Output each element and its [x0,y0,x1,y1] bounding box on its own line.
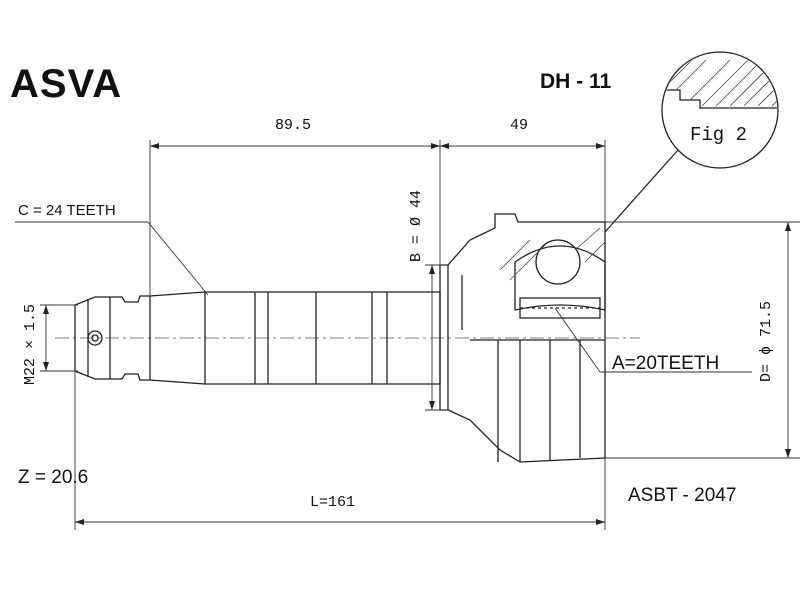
dim-joint-length: 49 [510,117,529,134]
cross-reference: ASBT - 2047 [628,485,737,506]
fig2-circle [661,51,779,169]
inner-teeth-callout: A=20TEETH [612,353,720,374]
dim-thread: M22 × 1.5 [22,303,39,385]
flange [439,264,449,411]
fig2-profile [663,89,777,109]
cotter-hole [87,330,103,346]
fig2-label: Fig 2 [690,124,748,146]
dim-diameter-d: D= ϕ 71.5 [758,300,775,382]
dim-shaft-length: 89.5 [275,117,312,134]
joint-housing [447,213,606,463]
housing-hatch [499,227,606,281]
dim-total-length: L=161 [310,494,356,511]
dim-diameter-b: B = Ø 44 [408,189,425,262]
brand-logo: ASVA [10,62,123,106]
ball [535,239,581,285]
inner-cage [514,245,606,311]
model-code: DH - 11 [540,70,612,93]
z-value: Z = 20.6 [18,467,89,488]
outer-teeth-callout: C = 24 TEETH [18,202,116,219]
fig2-leader [604,149,679,233]
